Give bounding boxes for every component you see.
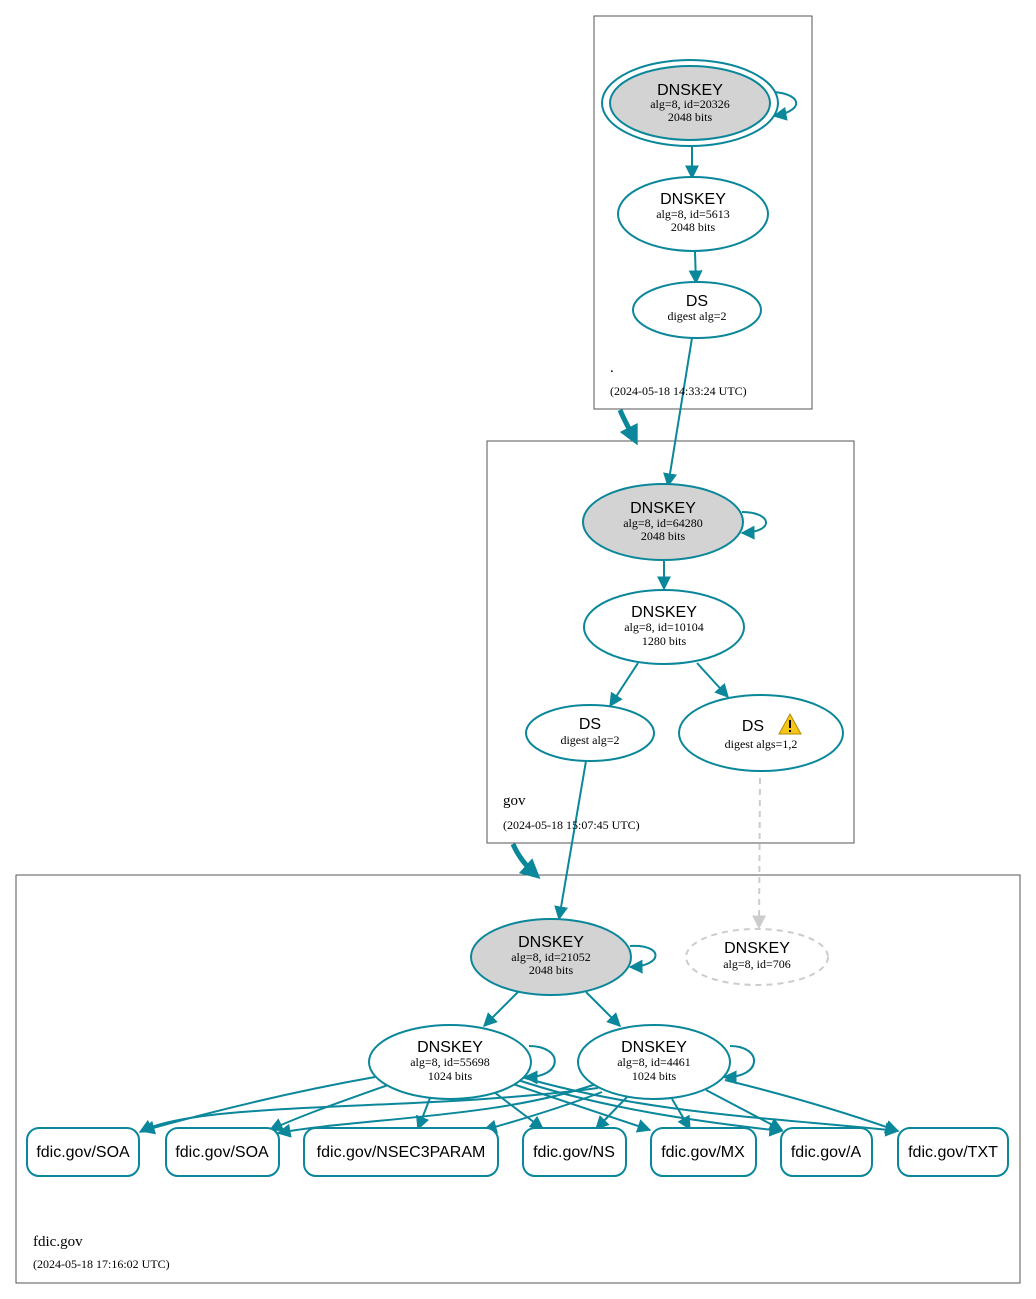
rrset-txt[interactable]: fdic.gov/TXT xyxy=(897,1127,1009,1177)
rrset-label: fdic.gov/SOA xyxy=(175,1144,269,1161)
rrset-label: fdic.gov/SOA xyxy=(36,1144,130,1161)
edge-fdic-ksk-zsk2 xyxy=(585,991,621,1027)
zone-timestamp-root: (2024-05-18 14:33:24 UTC) xyxy=(610,384,747,398)
zone-name-gov: gov xyxy=(503,793,526,809)
edge-zsk2-nsec3param xyxy=(482,1091,603,1134)
edge-zsk1-a xyxy=(514,1078,784,1137)
node-bits: 2048 bits xyxy=(671,220,716,234)
node-digest: digest algs=1,2 xyxy=(725,737,798,751)
dnskey-node-root-ksk[interactable]: DNSKEY alg=8, id=20326 2048 bits xyxy=(601,59,779,147)
node-alg-id: alg=8, id=706 xyxy=(723,957,791,971)
node-alg-id: alg=8, id=64280 xyxy=(623,516,703,530)
node-bits: 1024 bits xyxy=(428,1069,473,1083)
node-bits: 2048 bits xyxy=(668,110,713,124)
node-title: DNSKEY xyxy=(631,604,697,621)
rrset-mx[interactable]: fdic.gov/MX xyxy=(650,1127,757,1177)
zone-fdic xyxy=(15,874,1021,1284)
self-sign-edge xyxy=(523,1045,556,1085)
edge-root-zsk-ds xyxy=(688,251,703,285)
node-title: DS xyxy=(742,718,764,735)
warning-icon[interactable] xyxy=(778,712,802,735)
ds-node-gov-alg12[interactable]: DS digest algs=1,2 xyxy=(678,694,844,772)
node-digest: digest alg=2 xyxy=(560,733,619,747)
ds-node-gov-alg2[interactable]: DS digest alg=2 xyxy=(525,704,655,762)
delegation-arrow-gov-fdic xyxy=(510,842,541,880)
self-sign-edge xyxy=(769,91,797,121)
edge-gov-ds2-missing-key xyxy=(752,777,767,930)
rrset-ns[interactable]: fdic.gov/NS xyxy=(522,1127,627,1177)
zone-name-root: . xyxy=(610,360,614,376)
edge-zsk1-soa1 xyxy=(140,1076,376,1135)
rrset-nsec3param[interactable]: fdic.gov/NSEC3PARAM xyxy=(303,1127,499,1177)
node-title: DNSKEY xyxy=(657,82,723,99)
zone-timestamp-gov: (2024-05-18 15:07:45 UTC) xyxy=(503,818,640,832)
rrset-label: fdic.gov/NSEC3PARAM xyxy=(317,1144,486,1161)
edge-gov-ds1-fdic-ksk xyxy=(554,760,587,921)
node-title: DS xyxy=(686,293,708,310)
edge-zsk1-txt xyxy=(517,1075,900,1137)
node-alg-id: alg=8, id=4461 xyxy=(617,1055,691,1069)
node-title: DNSKEY xyxy=(724,940,790,957)
rrset-label: fdic.gov/TXT xyxy=(908,1144,998,1161)
node-title: DNSKEY xyxy=(660,191,726,208)
node-alg-id: alg=8, id=10104 xyxy=(624,620,704,634)
dnskey-node-gov-ksk[interactable]: DNSKEY alg=8, id=64280 2048 bits xyxy=(582,483,744,561)
rrset-soa-1[interactable]: fdic.gov/SOA xyxy=(26,1127,140,1177)
dnskey-node-fdic-zsk2[interactable]: DNSKEY alg=8, id=4461 1024 bits xyxy=(577,1024,731,1100)
node-title: DS xyxy=(579,716,601,733)
edge-gov-zsk-ds1 xyxy=(609,662,639,708)
node-alg-id: alg=8, id=20326 xyxy=(650,97,730,111)
dnskey-node-fdic-ksk[interactable]: DNSKEY alg=8, id=21052 2048 bits xyxy=(470,918,632,996)
zone-name-fdic: fdic.gov xyxy=(33,1234,83,1250)
rrset-a[interactable]: fdic.gov/A xyxy=(780,1127,873,1177)
edge-gov-zsk-ds2 xyxy=(696,662,729,699)
rrset-label: fdic.gov/NS xyxy=(533,1144,615,1161)
dnskey-node-fdic-missing[interactable]: DNSKEY alg=8, id=706 xyxy=(685,928,829,986)
edge-zsk2-ns xyxy=(595,1095,629,1131)
node-bits: 2048 bits xyxy=(641,529,686,543)
self-sign-edge xyxy=(740,511,767,540)
edge-zsk2-soa1 xyxy=(138,1087,599,1133)
ds-node-root[interactable]: DS digest alg=2 xyxy=(632,281,762,339)
edge-fdic-ksk-zsk1 xyxy=(483,991,519,1027)
zone-timestamp-fdic: (2024-05-18 17:16:02 UTC) xyxy=(33,1257,170,1271)
node-digest: digest alg=2 xyxy=(667,309,726,323)
dnskey-node-gov-zsk[interactable]: DNSKEY alg=8, id=10104 1280 bits xyxy=(583,589,745,665)
rrset-soa-2[interactable]: fdic.gov/SOA xyxy=(165,1127,280,1177)
node-bits: 2048 bits xyxy=(529,963,574,977)
node-title: DNSKEY xyxy=(621,1039,687,1056)
self-sign-edge xyxy=(628,944,657,974)
node-alg-id: alg=8, id=5613 xyxy=(656,207,730,221)
delegation-arrow-root-gov xyxy=(617,409,638,446)
node-title: DNSKEY xyxy=(518,934,584,951)
dnskey-node-root-zsk[interactable]: DNSKEY alg=8, id=5613 2048 bits xyxy=(617,176,769,252)
rrset-label: fdic.gov/MX xyxy=(661,1144,745,1161)
node-alg-id: alg=8, id=21052 xyxy=(511,950,591,964)
edge-zsk2-txt xyxy=(724,1079,900,1134)
node-bits: 1024 bits xyxy=(632,1069,677,1083)
node-title: DNSKEY xyxy=(417,1039,483,1056)
edge-zsk2-mx xyxy=(671,1098,691,1131)
edge-zsk1-mx xyxy=(509,1082,652,1133)
edge-zsk2-a xyxy=(705,1089,784,1131)
node-bits: 1280 bits xyxy=(642,634,687,648)
edge-root-ds-gov-ksk xyxy=(663,337,693,488)
node-alg-id: alg=8, id=55698 xyxy=(410,1055,490,1069)
zone-gov xyxy=(486,440,855,844)
node-title: DNSKEY xyxy=(630,500,696,517)
rrset-label: fdic.gov/A xyxy=(791,1144,862,1161)
dnskey-node-fdic-zsk1[interactable]: DNSKEY alg=8, id=55698 1024 bits xyxy=(368,1024,532,1100)
self-sign-edge xyxy=(722,1045,755,1085)
zone-root xyxy=(593,15,813,410)
